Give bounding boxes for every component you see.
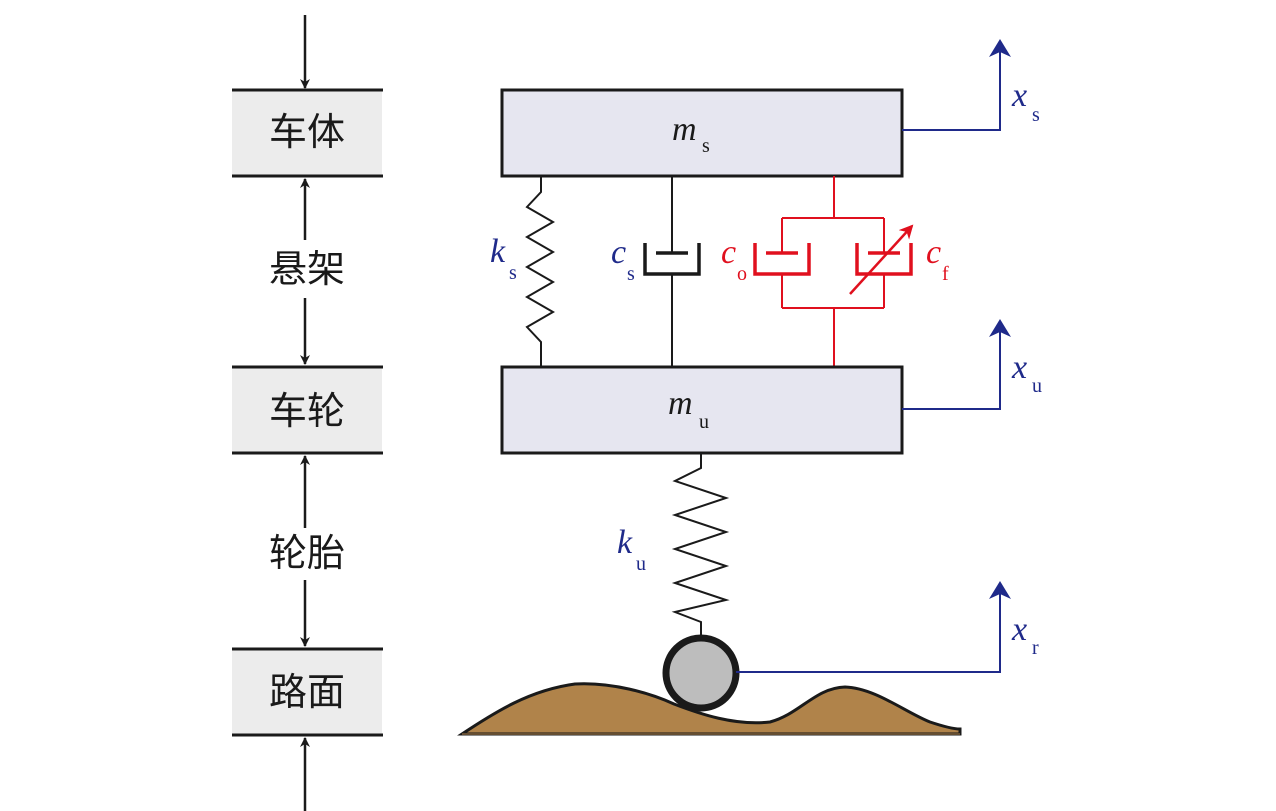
xs-reference: x s	[902, 39, 1040, 131]
sprung-mass: m s	[500, 88, 904, 178]
unsprung-mass: m u	[500, 365, 904, 455]
co-sub: o	[737, 263, 747, 285]
base-damper	[753, 243, 811, 308]
cf-sub: f	[942, 263, 949, 285]
sprung-mass-sub: s	[702, 135, 710, 157]
tire-label: 轮胎	[269, 531, 345, 575]
left-chain: 车体 悬架 车轮 轮胎 路面	[232, 15, 383, 811]
suspension-label: 悬架	[269, 247, 345, 291]
unsprung-mass-sub: u	[699, 411, 709, 433]
suspension-spring: k s	[490, 176, 556, 367]
ku-symbol: k	[617, 524, 633, 561]
unsprung-mass-symbol: m	[668, 385, 693, 422]
variable-arrow	[849, 224, 914, 295]
xr-sub: r	[1032, 637, 1039, 659]
tire-spring: k u	[617, 453, 730, 638]
box-body-label: 车体	[269, 110, 345, 154]
box-road: 路面	[232, 647, 383, 737]
cs-symbol: c	[611, 234, 626, 271]
box-wheel-label: 车轮	[269, 389, 345, 433]
box-road-label: 路面	[269, 670, 345, 714]
xs-sub: s	[1032, 104, 1040, 126]
semi-active-damper-group	[753, 176, 914, 367]
xr-reference: x r	[736, 581, 1039, 673]
wheel	[662, 634, 740, 712]
xu-sub: u	[1032, 375, 1042, 397]
xs-symbol: x	[1011, 77, 1027, 114]
xu-reference: x u	[902, 319, 1042, 410]
quarter-car-model: m s k s c s	[457, 39, 1042, 736]
cf-symbol: c	[926, 234, 941, 271]
variable-damper	[849, 224, 914, 308]
road-profile	[457, 682, 962, 736]
co-symbol: c	[721, 234, 736, 271]
cs-sub: s	[627, 263, 635, 285]
sprung-mass-symbol: m	[672, 111, 697, 148]
box-body: 车体	[232, 88, 383, 178]
ks-sub: s	[509, 262, 517, 284]
box-wheel: 车轮	[232, 365, 383, 455]
xr-symbol: x	[1011, 611, 1027, 648]
passive-damper: c s	[611, 176, 701, 367]
ks-symbol: k	[490, 233, 506, 270]
ku-sub: u	[636, 553, 646, 575]
xu-symbol: x	[1011, 349, 1027, 386]
